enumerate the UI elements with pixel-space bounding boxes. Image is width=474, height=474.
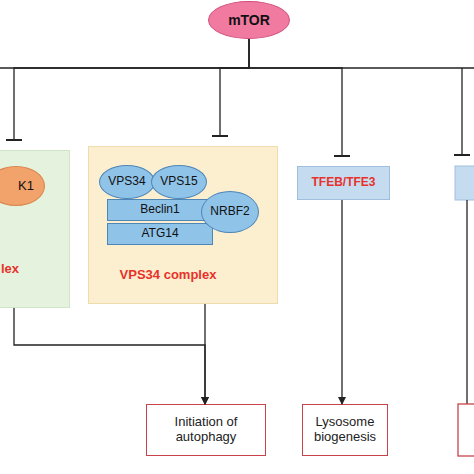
inhibition-connector xyxy=(212,39,249,136)
node-label: Lysosome biogenesis xyxy=(303,415,387,445)
node-label: VPS15 xyxy=(160,175,197,189)
oval-node: mTOR xyxy=(208,1,290,39)
node-label: mTOR xyxy=(228,12,270,28)
node-label: VPS34 complex xyxy=(89,268,247,283)
node-label: ATG14 xyxy=(141,227,178,241)
node-label: NRBF2 xyxy=(210,205,249,219)
process-box: Beclin1 xyxy=(107,199,213,221)
node-label: VPS34 xyxy=(108,175,145,189)
inhibit-bar xyxy=(454,154,470,156)
inhibit-bar xyxy=(212,135,228,137)
connector-line xyxy=(14,39,249,140)
oval-node: VPS34 xyxy=(99,165,155,199)
arrow-connector xyxy=(342,200,343,404)
connector-line xyxy=(14,308,205,404)
arrow-connector xyxy=(14,308,205,404)
oval-node: VPS15 xyxy=(151,165,207,199)
node-label: K1 xyxy=(18,179,34,194)
partial-box xyxy=(458,404,474,456)
partial-box xyxy=(455,166,474,200)
inhibit-line xyxy=(461,68,462,155)
connector-line xyxy=(341,200,342,404)
connector-line xyxy=(204,304,205,404)
process-box: ATG14 xyxy=(107,223,213,245)
node-label: Initiation of autophagy xyxy=(147,415,265,445)
partial-line xyxy=(466,200,467,404)
node-label: TFEB/TFE3 xyxy=(311,176,375,190)
node-label: Beclin1 xyxy=(140,203,179,217)
bus-line xyxy=(0,67,474,68)
oval-node: K1 xyxy=(0,166,45,206)
inhibition-connector xyxy=(249,39,350,156)
outcome-box: Lysosome biogenesis xyxy=(302,404,388,456)
connector-line xyxy=(249,39,342,156)
group-box: VPS34 complex VPS34 VPS15Beclin1ATG14 NRBF2 xyxy=(88,146,278,304)
outcome-box: Initiation of autophagy xyxy=(146,404,266,456)
inhibit-bar xyxy=(6,139,22,141)
inhibit-bar xyxy=(334,155,350,157)
process-box: TFEB/TFE3 xyxy=(297,166,390,200)
group-box: lex K1 xyxy=(0,150,70,308)
inhibition-connector xyxy=(6,39,249,140)
connector-line xyxy=(220,39,249,136)
oval-node: NRBF2 xyxy=(201,191,259,233)
node-label: lex xyxy=(1,262,19,277)
arrow-connector xyxy=(205,304,206,404)
